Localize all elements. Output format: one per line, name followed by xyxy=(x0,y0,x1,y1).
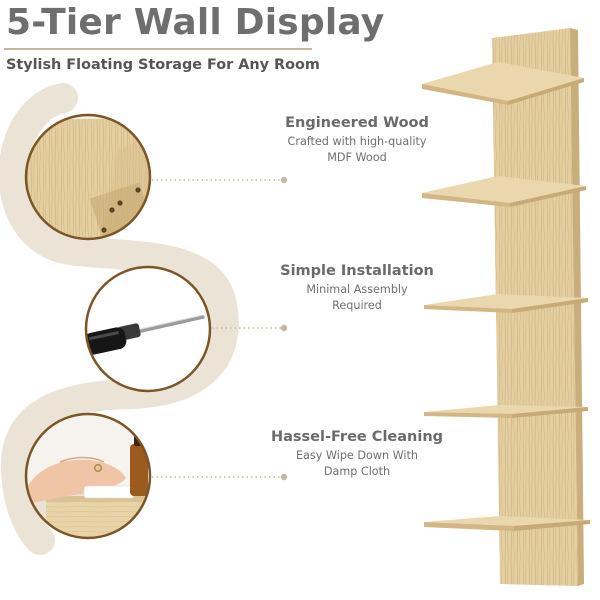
screwdriver-icon xyxy=(84,265,212,393)
wall-shelf-product xyxy=(422,28,590,586)
feature-simple-installation: Simple Installation Minimal Assembly Req… xyxy=(252,262,462,314)
feature-title: Simple Installation xyxy=(280,263,434,279)
leader-dot-1 xyxy=(280,176,288,184)
feature-description: Minimal Assembly Required xyxy=(306,283,408,312)
leader-dot-2 xyxy=(280,324,288,332)
feature-hassle-free-cleaning: Hassel-Free Cleaning Easy Wipe Down With… xyxy=(252,428,462,480)
feature-description: Crafted with high-quality MDF Wood xyxy=(287,135,427,164)
feature-title: Engineered Wood xyxy=(285,115,429,131)
page-subtitle: Stylish Floating Storage For Any Room xyxy=(6,57,320,73)
title-underline xyxy=(4,48,312,50)
s-curve-band xyxy=(0,83,239,555)
feature-engineered-wood: Engineered Wood Crafted with high-qualit… xyxy=(252,114,462,166)
page-title: 5-Tier Wall Display xyxy=(6,2,385,43)
feature-title: Hassel-Free Cleaning xyxy=(270,429,444,445)
leader-dot-3 xyxy=(280,473,288,481)
feature-description: Easy Wipe Down With Damp Cloth xyxy=(295,449,419,478)
